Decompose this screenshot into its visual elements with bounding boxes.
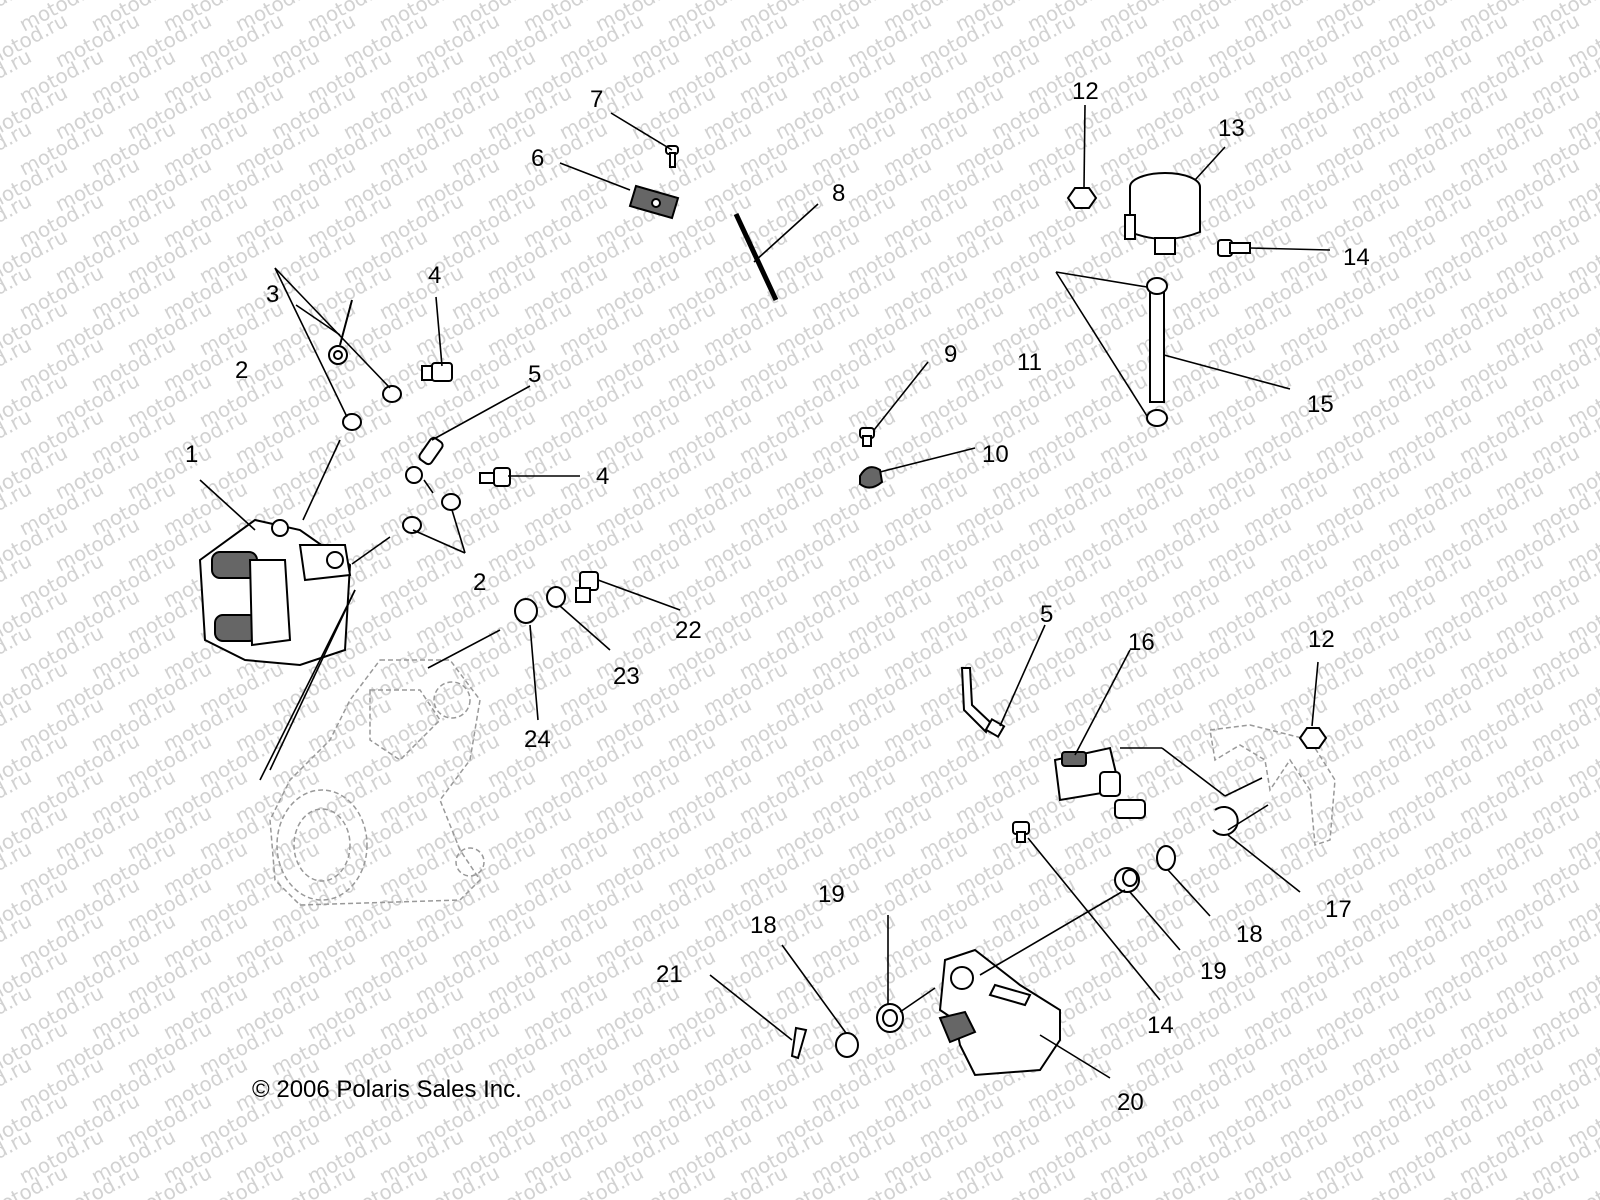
callout-10: 10	[982, 441, 1009, 468]
callout-3: 3	[266, 281, 279, 308]
callout-2: 2	[235, 357, 248, 384]
callout-9: 9	[944, 341, 957, 368]
callout-17: 17	[1325, 896, 1352, 923]
callout-12: 12	[1072, 78, 1099, 105]
callout-2: 2	[473, 569, 486, 596]
callout-15: 15	[1307, 391, 1334, 418]
callout-22: 22	[675, 617, 702, 644]
callout-18: 18	[1236, 921, 1263, 948]
callout-24: 24	[524, 726, 551, 753]
copyright-notice: © 2006 Polaris Sales Inc.	[252, 1076, 522, 1103]
callout-11: 11	[1017, 349, 1042, 376]
washer-18-right	[1156, 845, 1176, 871]
screw-9	[859, 427, 875, 447]
callout-14: 14	[1147, 1012, 1174, 1039]
washer-24	[514, 598, 538, 624]
washer-2-upper-b	[342, 413, 362, 431]
callout-6: 6	[531, 145, 544, 172]
callout-19: 19	[1200, 958, 1227, 985]
nut-12-lower	[1298, 727, 1328, 749]
nut-12-upper	[1066, 187, 1098, 209]
callout-7: 7	[590, 86, 603, 113]
callout-8: 8	[832, 180, 845, 207]
callout-5: 5	[1040, 601, 1053, 628]
callout-20: 20	[1117, 1089, 1144, 1116]
washer-23	[546, 586, 566, 608]
banjo-bolt-upper	[421, 362, 453, 382]
bushing-19-left	[876, 1003, 904, 1033]
callout-16: 16	[1128, 629, 1155, 656]
washer-2-lower-a	[441, 493, 461, 511]
callout-12: 12	[1308, 626, 1335, 653]
callout-4: 4	[596, 463, 609, 490]
callout-19: 19	[818, 881, 845, 908]
callout-18: 18	[750, 912, 777, 939]
callout-14: 14	[1343, 244, 1370, 271]
washer-2-upper-a	[382, 385, 402, 403]
callout-21: 21	[656, 961, 683, 988]
callout-13: 13	[1218, 115, 1245, 142]
washer-2-lower-b	[402, 516, 422, 534]
callout-4: 4	[428, 262, 441, 289]
bolt-14-upper	[1217, 239, 1251, 257]
callout-5: 5	[528, 361, 541, 388]
callout-1: 1	[185, 441, 198, 468]
callout-23: 23	[613, 663, 640, 690]
line-clamp	[859, 466, 884, 489]
washer-18-left	[835, 1032, 859, 1058]
circlip	[1212, 805, 1239, 836]
bushing-19-right	[1114, 867, 1140, 893]
